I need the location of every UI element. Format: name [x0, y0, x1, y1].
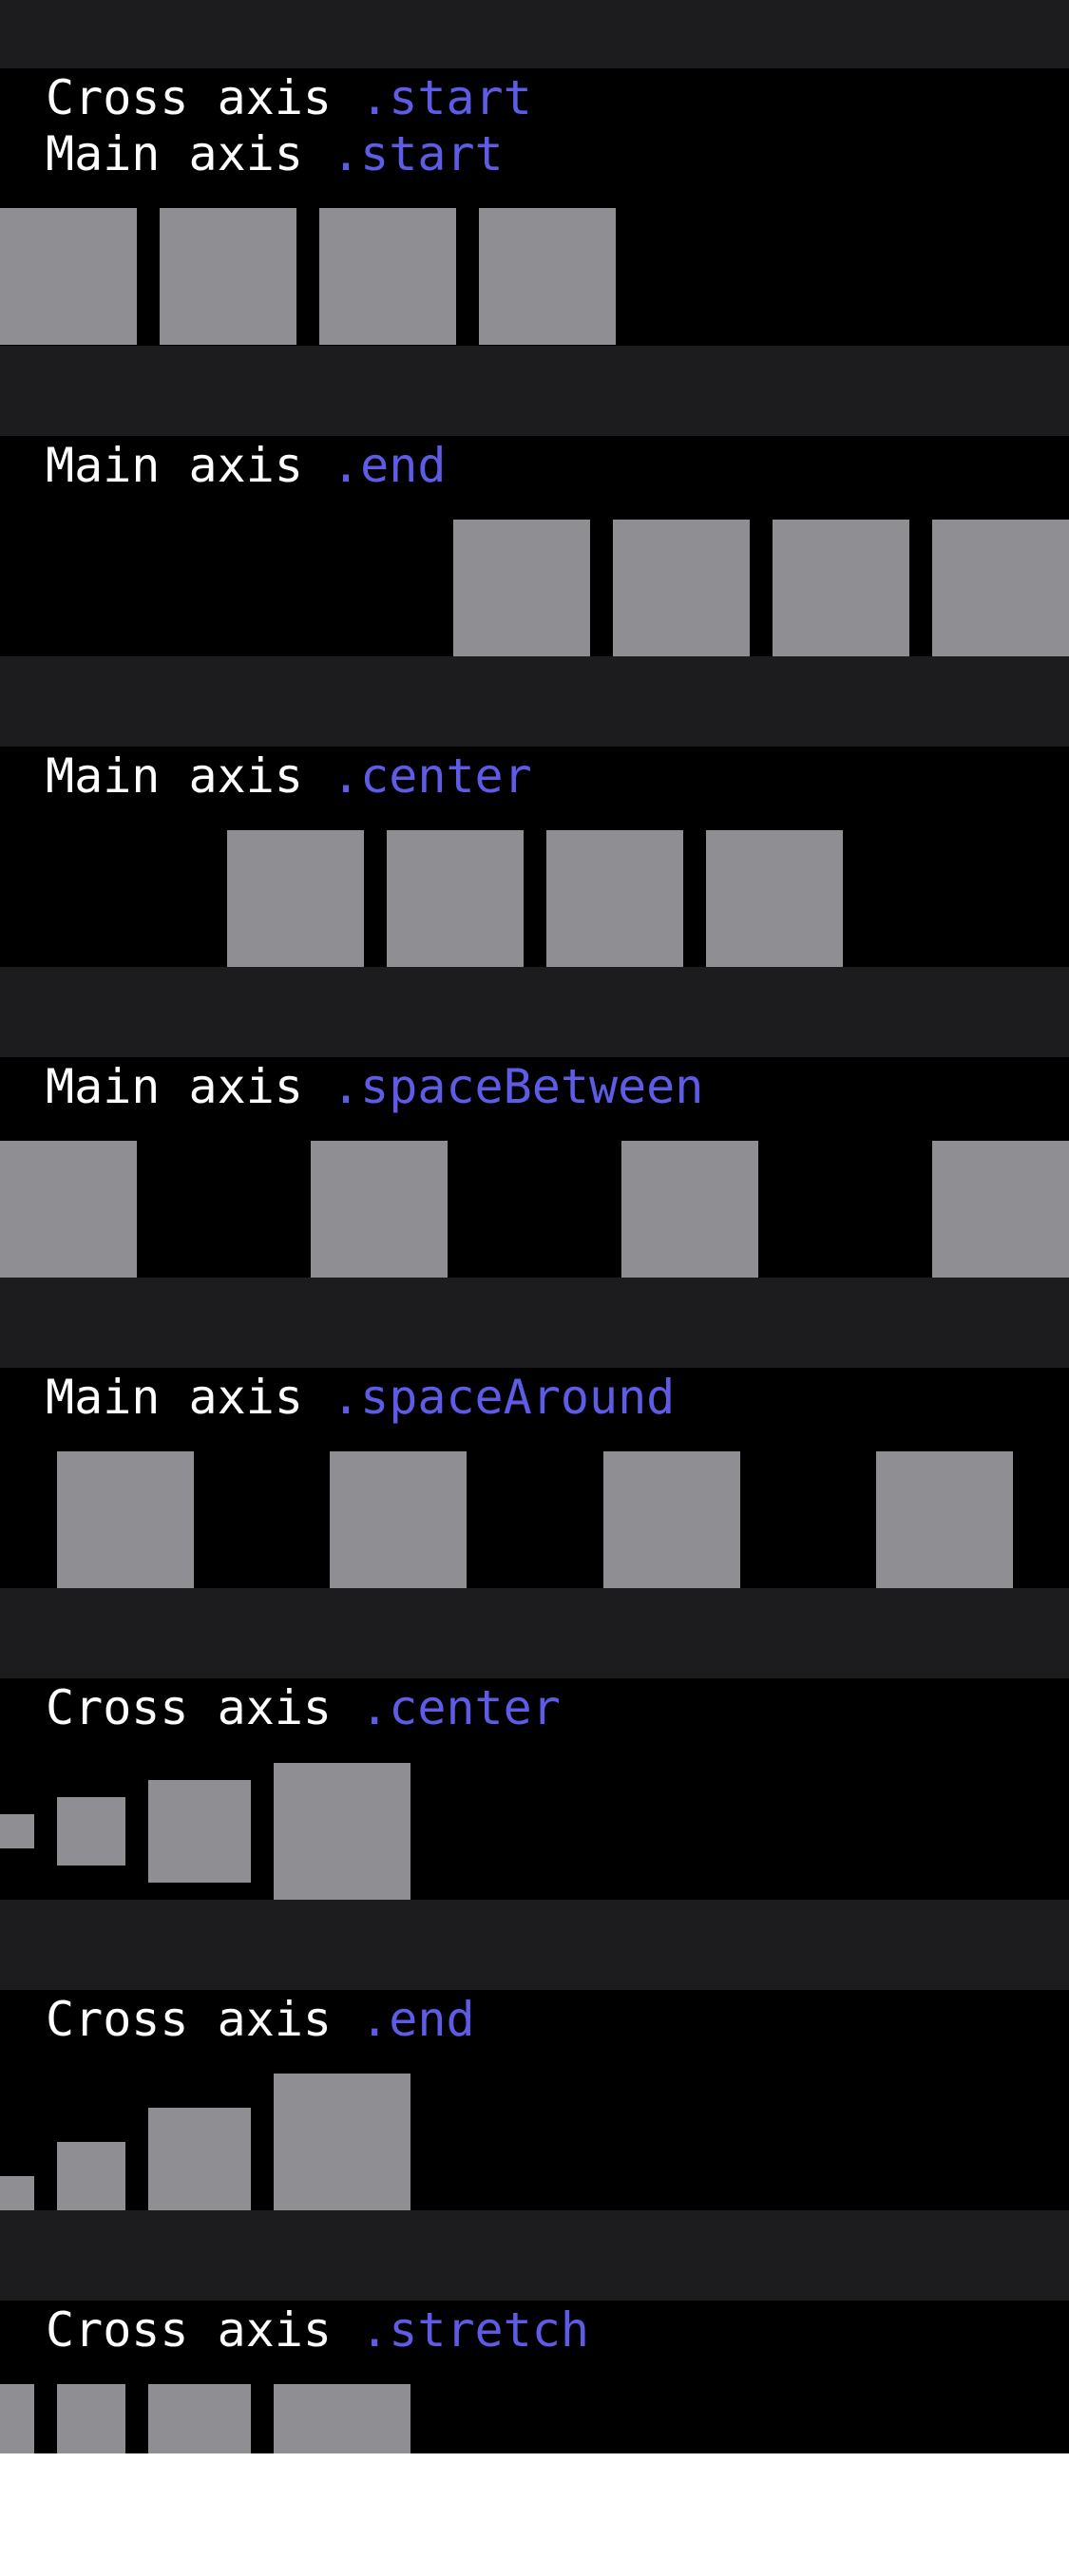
section-4-line-0: Main axis .spaceAround — [46, 1369, 675, 1426]
box-2-3 — [546, 830, 683, 967]
box-3-1 — [0, 1141, 137, 1278]
alignment-value: .stretch — [360, 2302, 589, 2358]
flex-demo-canvas: Cross axis .start Main axis .start Main … — [0, 0, 1069, 2453]
box-5-2 — [57, 1797, 125, 1866]
alignment-value: .end — [360, 1992, 475, 2047]
box-1-3 — [773, 520, 909, 656]
section-3-line-0: Main axis .spaceBetween — [46, 1058, 703, 1115]
alignment-value: .end — [332, 438, 447, 493]
alignment-value: .start — [332, 126, 504, 181]
section-2-line-0: Main axis .center — [46, 748, 532, 805]
separator — [0, 1588, 1069, 1678]
section-1-line-0: Main axis .end — [46, 437, 446, 494]
box-3-2 — [311, 1141, 448, 1278]
box-6-4 — [274, 2074, 410, 2210]
box-6-3 — [148, 2108, 251, 2210]
box-2-2 — [387, 830, 524, 967]
separator — [0, 1278, 1069, 1368]
box-2-4 — [706, 830, 843, 967]
box-7-3 — [148, 2384, 251, 2453]
section-0-line-1: Main axis .start — [46, 125, 504, 182]
box-1-2 — [613, 520, 750, 656]
section-5-line-0: Cross axis .center — [46, 1679, 561, 1736]
box-4-4 — [876, 1451, 1013, 1588]
separator — [0, 967, 1069, 1057]
axis-label: Cross axis — [46, 1992, 333, 2047]
box-7-1 — [0, 2384, 34, 2453]
axis-label: Cross axis — [46, 70, 333, 125]
box-1-1 — [453, 520, 590, 656]
box-4-3 — [603, 1451, 740, 1588]
axis-label: Cross axis — [46, 2302, 333, 2358]
box-0-4 — [479, 208, 616, 345]
axis-label: Cross axis — [46, 1680, 333, 1735]
axis-label: Main axis — [46, 748, 303, 804]
box-6-1 — [0, 2176, 34, 2210]
alignment-value: .center — [360, 1680, 561, 1735]
separator — [0, 2210, 1069, 2301]
section-7-line-0: Cross axis .stretch — [46, 2301, 589, 2358]
box-2-1 — [227, 830, 364, 967]
box-0-1 — [0, 208, 137, 345]
box-5-4 — [274, 1763, 410, 1900]
alignment-value: .spaceBetween — [332, 1059, 704, 1114]
section-6-line-0: Cross axis .end — [46, 1991, 475, 2048]
box-4-2 — [330, 1451, 467, 1588]
box-1-4 — [932, 520, 1069, 656]
separator — [0, 656, 1069, 747]
box-5-1 — [0, 1814, 34, 1848]
separator-top — [0, 0, 1069, 68]
axis-label: Main axis — [46, 126, 303, 181]
box-7-2 — [57, 2384, 125, 2453]
axis-label: Main axis — [46, 1059, 303, 1114]
box-0-2 — [160, 208, 296, 345]
alignment-value: .start — [360, 70, 532, 125]
section-0-line-0: Cross axis .start — [46, 69, 532, 126]
separator — [0, 346, 1069, 436]
separator — [0, 1900, 1069, 1990]
alignment-value: .center — [332, 748, 532, 804]
box-6-2 — [57, 2142, 125, 2210]
box-4-1 — [57, 1451, 194, 1588]
box-3-4 — [932, 1141, 1069, 1278]
box-3-3 — [621, 1141, 758, 1278]
box-0-3 — [319, 208, 456, 345]
axis-label: Main axis — [46, 1370, 303, 1425]
alignment-value: .spaceAround — [332, 1370, 676, 1425]
box-7-4 — [274, 2384, 410, 2453]
axis-label: Main axis — [46, 438, 303, 493]
box-5-3 — [148, 1780, 251, 1883]
